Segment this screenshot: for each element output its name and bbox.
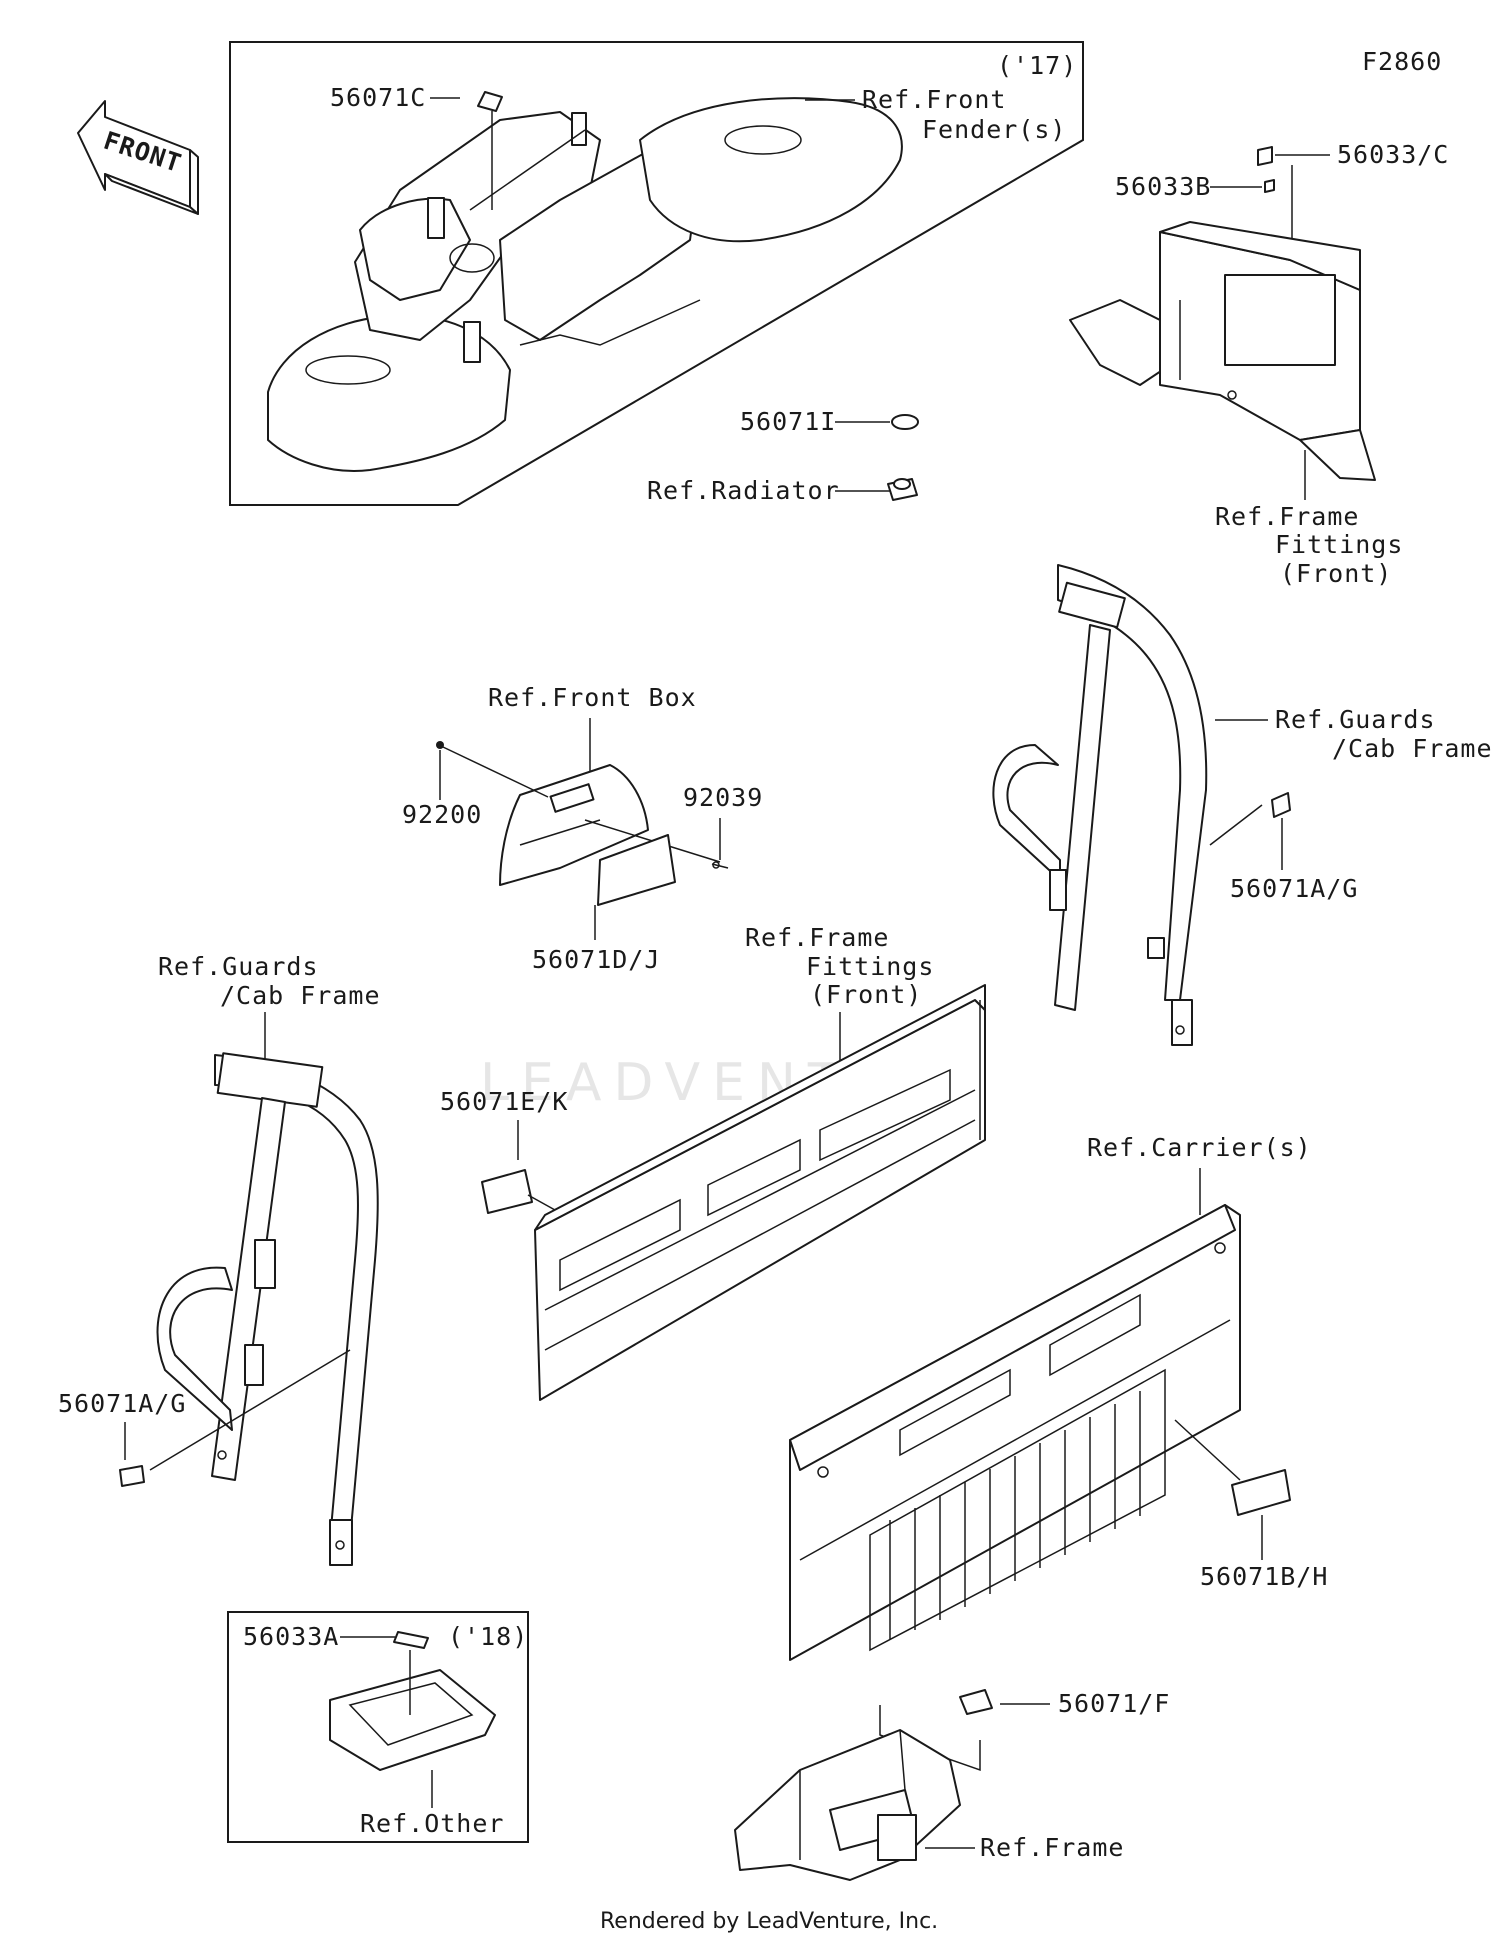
label-56033B: 56033B xyxy=(1115,172,1211,201)
label-ref-other: Ref.Other xyxy=(360,1809,504,1838)
label-ref-frame: Ref.Frame xyxy=(980,1833,1124,1862)
cap-56071I-icon xyxy=(891,414,919,430)
top-box-17: ('17) xyxy=(229,41,1084,506)
bottom-box-18: ('18) xyxy=(227,1611,529,1843)
label-ref-front-box: Ref.Front Box xyxy=(488,683,697,712)
label-ref-radiator: Ref.Radiator xyxy=(647,476,840,505)
decal-56033C-icon xyxy=(1257,146,1273,166)
carrier-assembly xyxy=(789,1204,1241,1661)
decal-56071F-icon xyxy=(959,1689,993,1715)
label-ref-guards-left-1: Ref.Guards xyxy=(158,952,319,981)
label-ref-ff-front-b-3: (Front) xyxy=(810,980,922,1009)
label-ref-front-fender-1: Ref.Front xyxy=(862,85,1006,114)
frame-fittings-front-upper xyxy=(1069,221,1376,481)
label-ref-guards-left-2: /Cab Frame xyxy=(220,981,381,1010)
radiator-cap-icon xyxy=(887,478,918,501)
label-92039: 92039 xyxy=(683,783,763,812)
diagram-code: F2860 xyxy=(1362,47,1442,76)
label-ref-front-fender-2: Fender(s) xyxy=(922,115,1066,144)
other-tray xyxy=(329,1669,496,1771)
decal-56033B-icon xyxy=(1264,179,1275,193)
label-56033C: 56033/C xyxy=(1337,140,1449,169)
bottom-box-year: ('18) xyxy=(448,1622,528,1651)
rivet-92200-icon xyxy=(436,741,444,749)
label-ref-ff-front-a-1: Ref.Frame xyxy=(1215,502,1359,531)
label-ref-ff-front-a-2: Fittings xyxy=(1275,530,1403,559)
label-56071F: 56071/F xyxy=(1058,1689,1170,1718)
label-ref-ff-front-a-3: (Front) xyxy=(1280,559,1392,588)
label-56071AG-left: 56071A/G xyxy=(58,1389,186,1418)
front-arrow-icon: FRONT xyxy=(77,100,199,215)
top-box-year: ('17) xyxy=(997,51,1077,80)
front-box-lid xyxy=(499,764,649,886)
decal-56071AG-left-icon xyxy=(119,1465,145,1487)
label-56071DJ: 56071D/J xyxy=(532,945,660,974)
label-ref-carriers: Ref.Carrier(s) xyxy=(1087,1133,1312,1162)
label-56071AG-right: 56071A/G xyxy=(1230,874,1358,903)
decal-56071BH-icon xyxy=(1231,1469,1291,1516)
footer-credit: Rendered by LeadVenture, Inc. xyxy=(600,1909,938,1934)
label-56071C: 56071C xyxy=(330,83,426,112)
label-56033A: 56033A xyxy=(243,1622,339,1651)
decal-56071DJ-icon xyxy=(597,834,676,906)
front-fender-assembly xyxy=(267,97,903,472)
frame-rear-assembly xyxy=(734,1729,961,1881)
label-56071I: 56071I xyxy=(740,407,836,436)
label-56071BH: 56071B/H xyxy=(1200,1562,1328,1591)
label-ref-guards-right-2: /Cab Frame xyxy=(1332,734,1493,763)
label-56071EK: 56071E/K xyxy=(440,1087,568,1116)
decal-56071EK-icon xyxy=(481,1169,533,1214)
label-ref-ff-front-b-1: Ref.Frame xyxy=(745,923,889,952)
decal-56071AG-right-icon xyxy=(1271,792,1291,818)
front-panel-assembly xyxy=(534,984,986,1401)
guards-cab-frame-left xyxy=(156,1052,379,1566)
label-ref-ff-front-b-2: Fittings xyxy=(806,952,934,981)
decal-56033A-icon xyxy=(393,1631,429,1649)
guards-cab-frame-right xyxy=(992,564,1208,1046)
clip-92039-icon xyxy=(711,861,729,869)
label-ref-guards-right-1: Ref.Guards xyxy=(1275,705,1436,734)
decal-56071C-icon xyxy=(477,91,503,112)
label-92200: 92200 xyxy=(402,800,482,829)
